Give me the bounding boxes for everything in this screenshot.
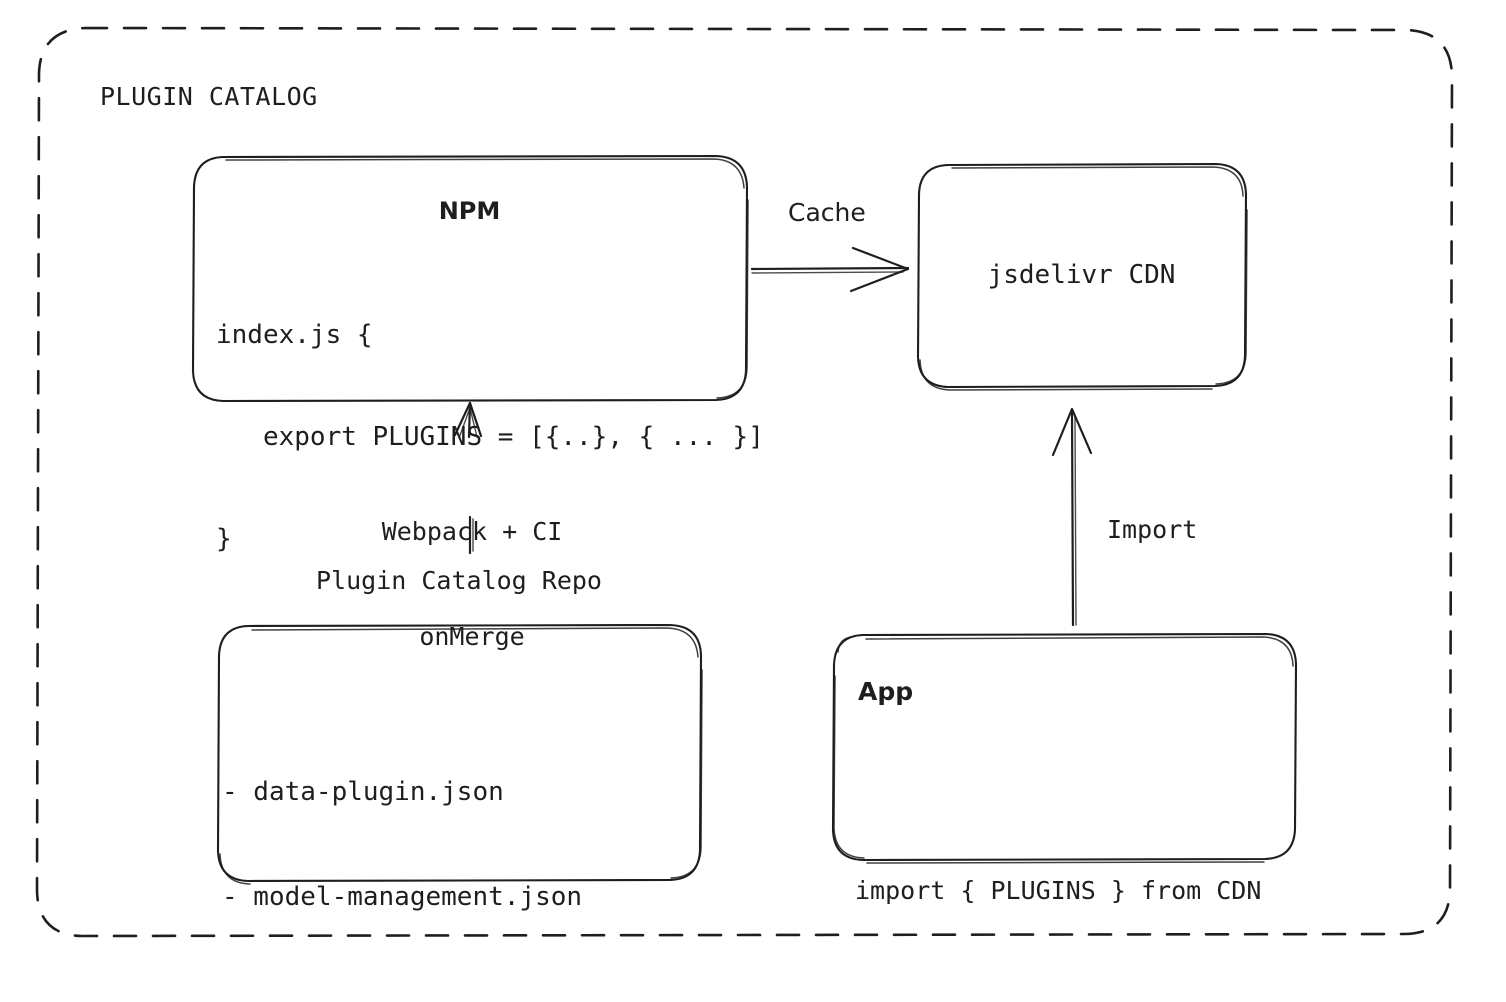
repo-file-list: - data-plugin.json - model-management.js… bbox=[222, 705, 582, 1002]
app-code-line: import { PLUGINS } from CDN bbox=[855, 876, 1262, 905]
npm-node-shape[interactable] bbox=[191, 154, 749, 403]
npm-code-line: } bbox=[216, 524, 232, 554]
repo-node-label: Plugin Catalog Repo bbox=[316, 566, 602, 595]
npm-code-line: index.js { bbox=[216, 320, 373, 350]
cache-arrow bbox=[750, 246, 910, 293]
repo-file-item: - model-management.json bbox=[222, 882, 583, 912]
repo-file-item: - data-plugin.json bbox=[222, 777, 504, 807]
npm-node-title: NPM bbox=[438, 197, 501, 225]
plugin-catalog-frame bbox=[35, 26, 1454, 938]
build-edge-label-line1: Webpack + CI bbox=[381, 517, 563, 546]
build-edge-label-line2: onMerge bbox=[419, 622, 525, 651]
app-node-title: App bbox=[858, 677, 914, 706]
cdn-node-title: jsdelivr CDN bbox=[987, 260, 1176, 290]
app-code-block: import { PLUGINS } from CDN PLUGINS.forE… bbox=[855, 733, 1261, 1002]
frame-title: PLUGIN CATALOG bbox=[100, 82, 318, 111]
repo-file-item: ... bbox=[222, 987, 285, 1002]
build-edge-label: Webpack + CI onMerge bbox=[337, 444, 607, 724]
repo-node-shape[interactable] bbox=[216, 623, 703, 885]
import-edge-label: Import bbox=[1107, 515, 1198, 544]
npm-code-block: index.js { export PLUGINS = [{..}, { ...… bbox=[216, 250, 764, 624]
cdn-node-shape[interactable] bbox=[916, 162, 1248, 391]
cache-edge-label: Cache bbox=[788, 198, 866, 227]
build-arrow bbox=[453, 401, 483, 555]
app-node-shape[interactable] bbox=[831, 632, 1298, 864]
import-arrow bbox=[1051, 407, 1093, 627]
npm-code-line: export PLUGINS = [{..}, { ... }] bbox=[216, 422, 764, 452]
